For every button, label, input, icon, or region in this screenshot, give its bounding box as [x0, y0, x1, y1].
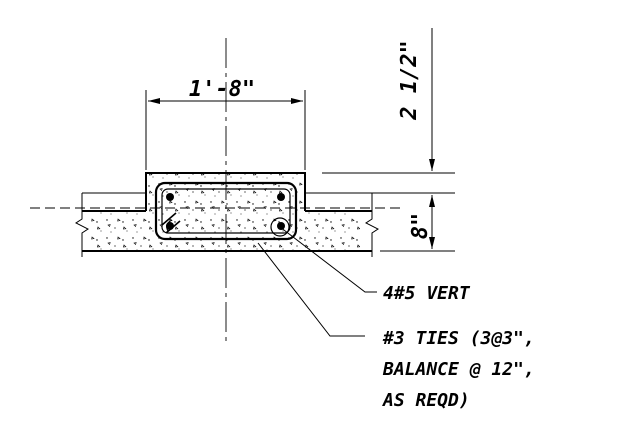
- projection-dimension-label: 2 1/2": [397, 40, 422, 120]
- depth-dimension: [322, 28, 455, 252]
- tie-reinforcement: [154, 181, 298, 241]
- leader-lines: [257, 226, 377, 337]
- break-lines: [75, 205, 379, 257]
- ties-callout-line-3: AS REQD): [382, 390, 470, 411]
- depth-dimension-label: 8": [408, 213, 433, 240]
- width-dimension-label: 1'-8": [189, 77, 255, 102]
- concrete-hatch: [90, 173, 360, 251]
- concrete-outline: [82, 172, 372, 252]
- bar-callout-circle: [270, 217, 290, 237]
- width-dimension: [145, 90, 306, 170]
- vertical-bars: [166, 193, 285, 230]
- ties-callout-line-1: #3 TIES (3@3",: [382, 328, 535, 349]
- ties-callout-line-2: BALANCE @ 12",: [382, 359, 535, 380]
- vertical-bars-callout: 4#5 VERT: [383, 283, 471, 304]
